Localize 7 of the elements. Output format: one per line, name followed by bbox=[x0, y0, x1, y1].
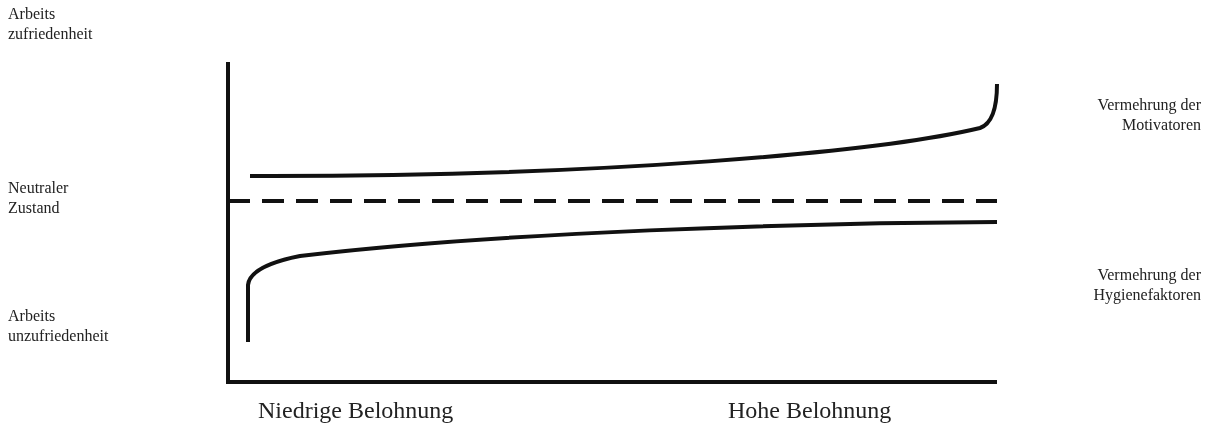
axis-label: Vermehrung der Hygienefaktoren bbox=[1092, 265, 1201, 305]
axis-label: Arbeits unzufriedenheit bbox=[8, 306, 110, 346]
axis-label: Neutraler Zustand bbox=[8, 178, 70, 218]
axis-label: Vermehrung der Motivatoren bbox=[1096, 95, 1201, 135]
axis-label: Arbeits zufriedenheit bbox=[8, 4, 94, 44]
axis-label: Hohe Belohnung bbox=[728, 396, 892, 424]
axis-label: Niedrige Belohnung bbox=[258, 396, 454, 424]
